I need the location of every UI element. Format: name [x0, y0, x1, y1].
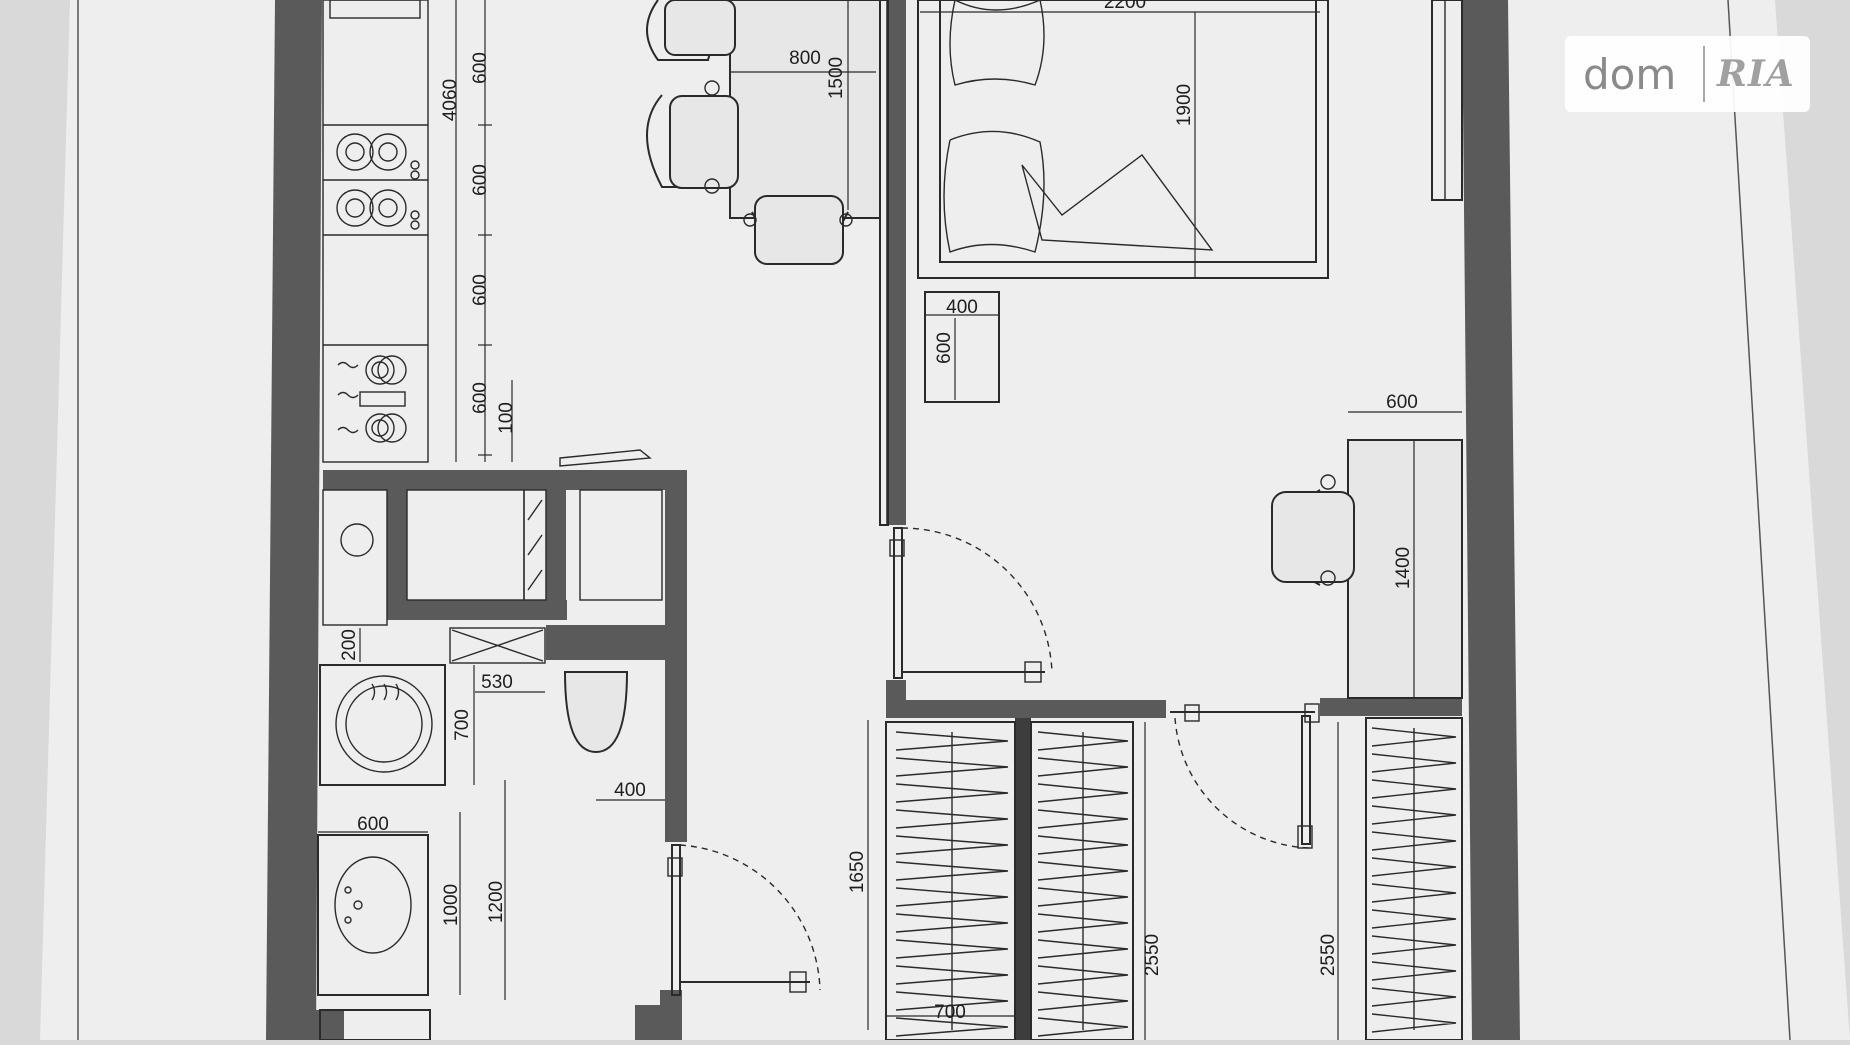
wardrobe-3-hangers: [1371, 727, 1457, 1033]
washing-machine: [319, 664, 446, 786]
dishwasher: [337, 355, 407, 443]
shelf-hatch-1: [527, 499, 543, 521]
bedroom-bottom-wall-right: [1320, 698, 1462, 716]
dim-bath-length: 1200: [486, 881, 507, 923]
wc-cistern-box: [449, 627, 546, 664]
outer-wall-left: [266, 0, 322, 1040]
wardrobe-1-hangers: [895, 731, 1009, 1037]
dim-kitchen-module-2: 600: [470, 164, 491, 196]
toilet: [563, 671, 629, 754]
dining-table: [729, 0, 881, 219]
watermark-divider: [1703, 46, 1705, 102]
shelf-hatch-2: [527, 534, 543, 556]
dim-table-length: 1500: [826, 57, 847, 99]
cooktop: [336, 133, 420, 230]
partition-wall-line: [879, 0, 889, 526]
dim-sink-width: 600: [357, 814, 389, 835]
boiler-box: [322, 489, 388, 626]
partition-wall-bedroom: [886, 0, 906, 525]
dim-table-width: 800: [789, 48, 821, 69]
desk: [1347, 439, 1463, 699]
dim-nightstand-width: 400: [946, 297, 978, 318]
watermark-dom-text: dom: [1583, 49, 1677, 99]
vanity-cabinet: [317, 834, 429, 996]
bed-pillows: [943, 0, 1214, 253]
dim-wm-depth: 700: [452, 709, 473, 741]
wardrobe-divider-wall: [1015, 718, 1031, 1040]
bedroom-door[interactable]: [889, 527, 1053, 683]
utility-closet: [579, 489, 663, 601]
dim-sink-length: 1000: [441, 884, 462, 926]
bathroom-top-wall: [323, 470, 687, 490]
wc-top-wall: [546, 625, 686, 660]
utility-wall-bottom: [387, 600, 567, 620]
nightstand: [924, 291, 1000, 403]
dining-chair-1: [646, 0, 736, 61]
shelf-hatch-3: [527, 569, 543, 591]
washing-machine-drum: [335, 675, 433, 773]
dim-wardrobe-length-2: 2550: [1318, 934, 1339, 976]
utility-shelf: [523, 489, 547, 601]
dim-wardrobe-depth: 700: [934, 1002, 966, 1023]
bathroom-door[interactable]: [667, 844, 821, 996]
boiler-circle: [340, 523, 374, 557]
window: [1431, 0, 1463, 201]
bed-mattress: [939, 0, 1317, 263]
dim-hall-length: 1650: [847, 851, 868, 893]
hanger-zigzag: [1371, 727, 1457, 1033]
washbasin: [334, 856, 412, 954]
dim-kitchen-gap: 100: [496, 402, 517, 434]
dim-nightstand-depth: 600: [934, 332, 955, 364]
desk-chair: [1271, 474, 1355, 586]
utility-wall-mid: [546, 470, 566, 618]
kitchen-counter: [322, 0, 429, 463]
wardrobe-2-hangers: [1037, 731, 1129, 1037]
dining-chair-2: [646, 80, 739, 194]
paper-sheet: [40, 0, 1850, 1040]
utility-wall-left: [387, 470, 407, 618]
dim-wc-gap: 200: [339, 629, 360, 661]
bedroom-door-jamb: [886, 680, 906, 718]
dim-bed-width: 2200: [1104, 0, 1146, 13]
kitchen-sink-edge: [329, 0, 421, 19]
dim-kitchen-length: 4060: [440, 79, 461, 121]
bathroom-bottom-post-right2: [660, 990, 682, 1040]
dim-wc-depth: 400: [614, 780, 646, 801]
bed-frame: [917, 0, 1329, 279]
dim-desk-depth: 600: [1386, 392, 1418, 413]
watermark-ria-text: RIA: [1717, 53, 1795, 95]
hanger-zigzag: [1037, 731, 1129, 1037]
domria-watermark: dom RIA: [1565, 36, 1810, 112]
dim-bed-length: 1900: [1174, 84, 1195, 126]
dim-kitchen-module-3: 600: [470, 274, 491, 306]
dim-desk-length: 1400: [1393, 547, 1414, 589]
bedroom-bottom-wall-left: [886, 700, 1166, 718]
dim-wardrobe-length-1: 2550: [1142, 934, 1163, 976]
dim-kitchen-module-4: 600: [470, 382, 491, 414]
paper-margin-right: [1727, 0, 1791, 1041]
dining-chair-3: [743, 195, 853, 265]
hood-vent: [559, 449, 652, 467]
dim-wc-width: 530: [481, 672, 513, 693]
dim-kitchen-module-1: 600: [470, 52, 491, 84]
wardrobe-door[interactable]: [1170, 703, 1320, 849]
outer-wall-right: [1462, 0, 1520, 1040]
hanger-zigzag: [895, 731, 1009, 1037]
